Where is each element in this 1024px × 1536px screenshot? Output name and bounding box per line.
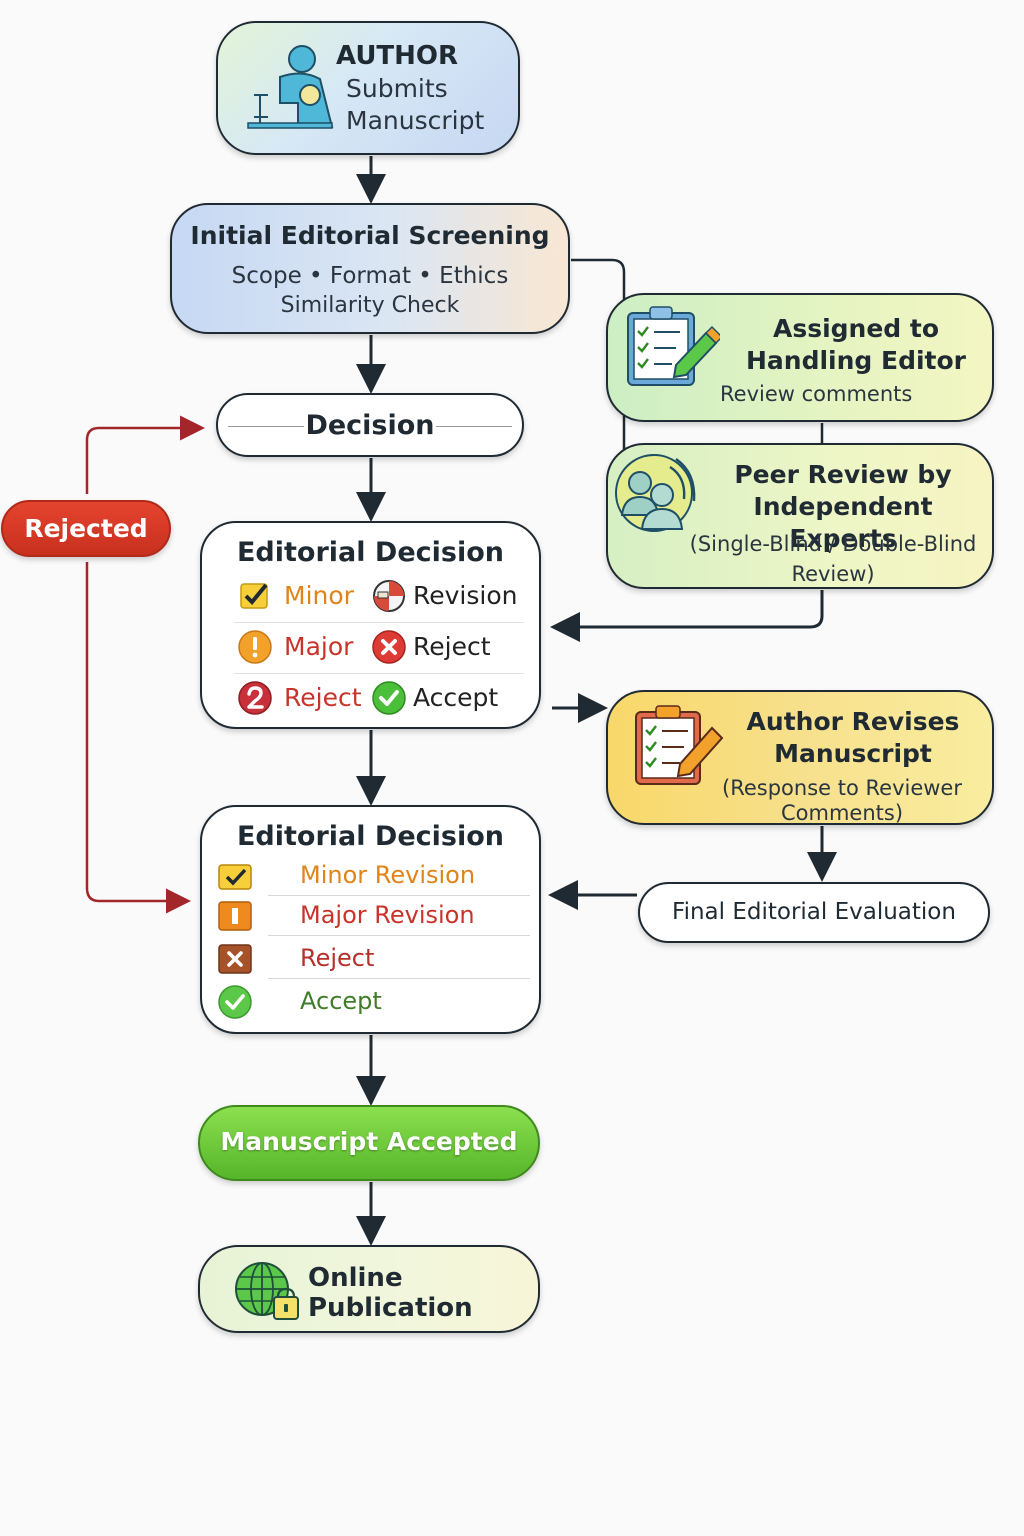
decision-rule-left [228, 426, 304, 427]
decision-node: Decision [216, 393, 524, 457]
editorial1-row-2-right: Reject [413, 632, 491, 661]
editorial-decision-2-title: Editorial Decision [236, 821, 504, 852]
checkbox-checked-icon [240, 583, 268, 609]
author-subtitle-line2: Manuscript [346, 106, 485, 135]
reject-box-icon [218, 944, 252, 974]
exclamation-icon [238, 630, 272, 664]
major-bar-icon [218, 901, 252, 931]
screening-similarity: Similarity Check [280, 293, 460, 318]
editorial2-minor-label: Minor Revision [300, 861, 476, 889]
author-submits-node: AUTHOR Submits Manuscript [216, 21, 520, 155]
editorial1-row-1-left: Minor [284, 581, 354, 610]
revision-chart-icon [373, 580, 405, 612]
reject-x-icon [372, 630, 406, 664]
rejected-label: Rejected [24, 514, 148, 543]
accept-check-icon [218, 985, 252, 1019]
editorial1-row-3-left: Reject [284, 683, 362, 712]
author-desk-icon [247, 45, 334, 129]
clipboard-checklist-icon [627, 306, 720, 386]
editorial2-row-accept: Accept [218, 985, 530, 1019]
editorial2-row-minor: Minor Revision [218, 859, 530, 893]
editorial1-divider-1 [234, 622, 524, 623]
accepted-label: Manuscript Accepted [220, 1127, 518, 1156]
revises-title: Author Revises Manuscript [746, 707, 960, 768]
editorial2-divider-3 [268, 978, 530, 979]
decision-rule-right [436, 426, 512, 427]
initial-screening-node: Initial Editorial Screening Scope • Form… [170, 203, 570, 334]
peer-review-title: Peer Review by Independent Experts [734, 460, 952, 553]
author-revises-node: Author Revises Manuscript (Response to R… [606, 690, 994, 825]
arrow-rejected-to-editorial2 [85, 562, 191, 914]
author-subtitle: Submits Manuscript [346, 73, 484, 137]
screening-title: Initial Editorial Screening [190, 221, 550, 250]
globe-lock-icon [235, 1262, 299, 1320]
editorial-decision-1-title: Editorial Decision [236, 537, 504, 568]
peer-review-subtitle: (Single-Blind / Double-Blind Review) [689, 532, 977, 586]
editorial2-reject-label: Reject [300, 944, 375, 972]
manuscript-accepted-node: Manuscript Accepted [198, 1105, 540, 1181]
reviewers-group-icon [615, 454, 696, 532]
number-2-icon [238, 681, 272, 715]
clipboard-edit-icon [635, 705, 724, 785]
editorial2-major-label: Major Revision [300, 901, 475, 929]
editorial2-divider-1 [268, 895, 530, 896]
final-evaluation-label: Final Editorial Evaluation [672, 899, 956, 925]
editorial1-row-2-left: Major [284, 632, 354, 661]
assigned-subtitle: Review comments [720, 382, 913, 406]
editorial1-row-3-right: Accept [413, 683, 499, 712]
editorial2-row-reject: Reject [218, 942, 530, 976]
assigned-editor-node: Assigned to Handling Editor Review comme… [606, 293, 994, 422]
assigned-title: Assigned to Handling Editor [745, 314, 967, 375]
editorial2-divider-2 [268, 935, 530, 936]
editorial-decision-node-1: Editorial Decision Minor Revision Maj [200, 521, 541, 729]
decision-label: Decision [305, 410, 435, 441]
accept-check-icon [372, 681, 406, 715]
arrow-peer-to-editorial1 [550, 590, 824, 642]
editorial2-row-major: Major Revision [218, 899, 530, 933]
editorial1-divider-2 [234, 673, 524, 674]
peer-review-node: Peer Review by Independent Experts (Sing… [606, 443, 994, 589]
screening-criteria: Scope • Format • Ethics [231, 263, 509, 289]
author-title: AUTHOR [336, 41, 459, 71]
online-publication-node: Online Publication [198, 1245, 540, 1333]
rejected-node: Rejected [1, 500, 171, 557]
editorial1-row-1-right: Revision [413, 581, 518, 610]
publication-label: Online Publication [308, 1263, 473, 1323]
editorial-decision-node-2: Editorial Decision Minor Revision Major … [200, 805, 541, 1034]
author-subtitle-line1: Submits [346, 74, 448, 103]
revises-subtitle: (Response to Reviewer Comments) [722, 776, 962, 825]
checkbox-checked-icon [218, 864, 252, 890]
editorial2-accept-label: Accept [300, 987, 382, 1015]
final-evaluation-node: Final Editorial Evaluation [638, 882, 990, 943]
arrow-rejected-to-decision [85, 415, 205, 494]
